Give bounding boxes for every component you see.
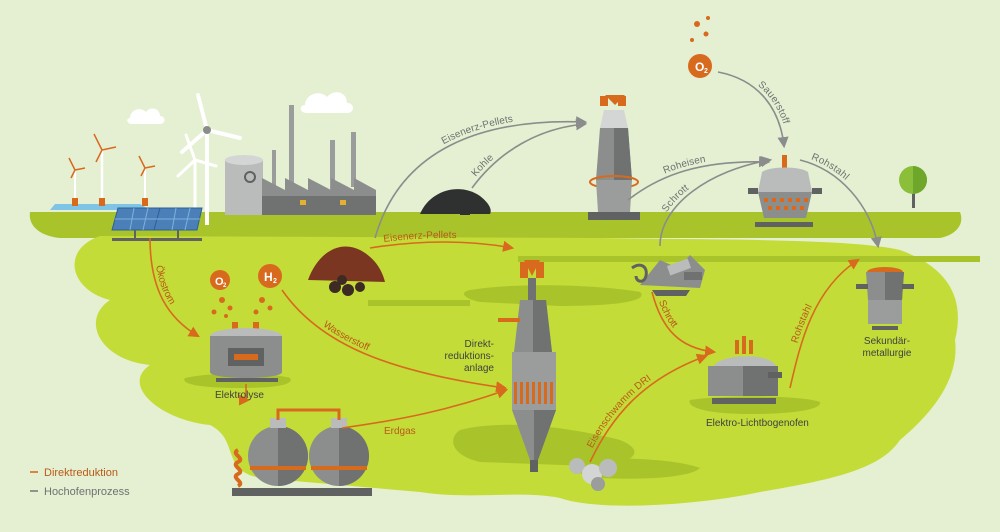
label-sekundar-1: Sekundär- [864, 336, 910, 347]
o2-top-main: O [695, 60, 704, 74]
electric-arc-furnace-icon [708, 336, 782, 404]
cloud-icon [127, 92, 353, 124]
o2-main: O [215, 276, 224, 288]
h2-badge-icon: H 2 [258, 264, 282, 288]
gas-tanks-icon [232, 408, 372, 496]
tree-icon [899, 166, 927, 208]
label-elektrolyse: Elektrolyse [215, 390, 264, 401]
coal-pile-icon [420, 189, 491, 215]
legend-label-hochofenprozess: Hochofenprozess [44, 486, 130, 498]
ground-layer [29, 212, 980, 506]
wind-turbine-icon [176, 93, 242, 225]
legend: Direktreduktion Hochofenprozess [30, 467, 130, 498]
sponge-iron-pile-icon [569, 458, 617, 491]
h2-sub: 2 [273, 278, 277, 285]
label-sekundar-2: metallurgie [863, 348, 912, 359]
scrap-pile-icon [631, 255, 705, 296]
o2-sub: 2 [223, 283, 227, 289]
offshore-wind-icon [50, 133, 156, 210]
power-plant-icon [225, 105, 376, 215]
blast-furnace-icon [588, 95, 640, 220]
label-rohstahl-top: Rohstahl [810, 152, 851, 183]
h2-main: H [264, 270, 273, 284]
label-direktreduktion-1: Direkt- [465, 339, 494, 350]
o2-badge-icon: O 2 [210, 270, 230, 290]
label-eisenerz-pellets-top: Eisenerz-Pellets [440, 114, 514, 147]
label-erdgas: Erdgas [384, 426, 416, 437]
label-lichtbogenofen: Elektro-Lichtbogenofen [706, 418, 809, 429]
iron-ore-pile-icon [308, 246, 385, 296]
label-schrott-top: Schrott [660, 183, 691, 215]
direct-reduction-plant-icon [498, 260, 556, 472]
ladle-icon [856, 267, 914, 330]
oxygen-top-icon: O 2 [688, 16, 712, 78]
label-direktreduktion-2: reduktions- [445, 351, 494, 362]
o2-top-sub: 2 [704, 68, 708, 75]
label-sauerstoff: Sauerstoff [756, 79, 792, 125]
converter-icon [748, 155, 822, 227]
label-roheisen: Roheisen [662, 154, 707, 177]
legend-label-direktreduktion: Direktreduktion [44, 467, 118, 479]
direktreduktion-arrows [149, 237, 859, 463]
label-direktreduktion-3: anlage [464, 363, 494, 374]
electrolysis-icon [210, 297, 282, 382]
solar-panel-icon [111, 207, 203, 241]
